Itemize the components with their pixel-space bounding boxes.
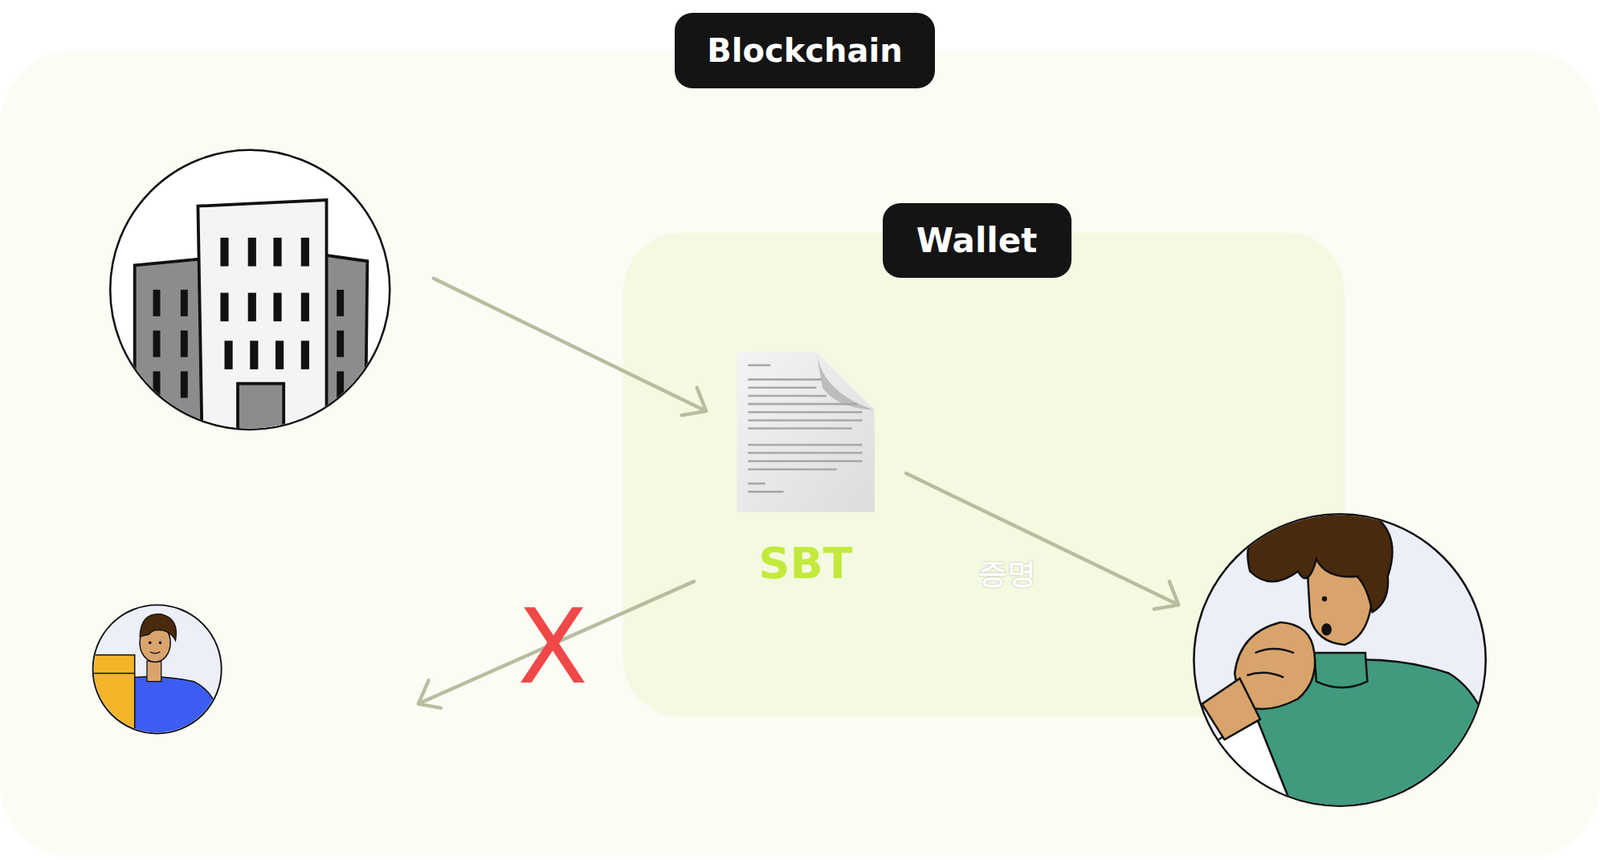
sbt-token: SBT — [736, 351, 875, 593]
blocked-mark: X — [517, 595, 588, 699]
blockchain-region: BlockchainWalletSBT — [0, 51, 1600, 858]
region-title: Wallet — [882, 203, 1072, 278]
wallet-region: WalletSBT — [623, 232, 1345, 718]
flow-label: 증명 — [978, 559, 1037, 588]
region-title: Blockchain — [674, 12, 935, 89]
token-label: SBT — [759, 538, 854, 589]
